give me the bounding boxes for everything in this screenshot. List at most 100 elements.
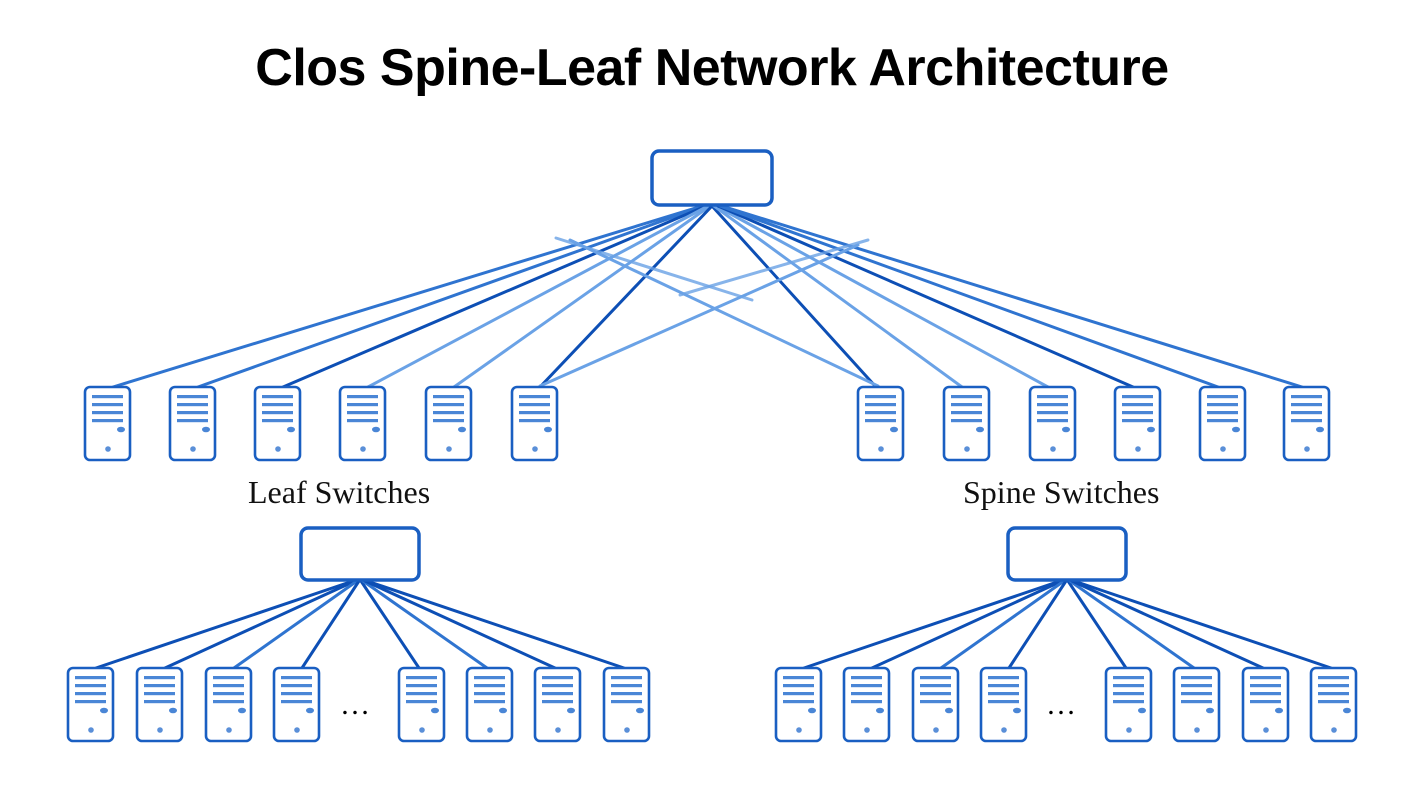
spine-group-link-1 bbox=[802, 579, 1062, 670]
server-drive-bar bbox=[851, 684, 882, 688]
server-status-light bbox=[458, 426, 466, 433]
server-drive-bar bbox=[347, 395, 378, 399]
server-drive-bar bbox=[144, 684, 175, 688]
server-drive-bar bbox=[951, 419, 982, 423]
server-status-light bbox=[567, 707, 575, 714]
top-left-server-5 bbox=[424, 385, 473, 462]
server-drive-bar bbox=[474, 684, 505, 688]
server-drive-bar bbox=[406, 676, 437, 680]
leaf-group-link-5 bbox=[359, 579, 421, 670]
server-power-dot bbox=[1135, 446, 1141, 452]
server-status-light bbox=[1013, 707, 1021, 714]
server-drive-bar bbox=[474, 700, 505, 704]
server-drive-bar bbox=[611, 692, 642, 696]
server-power-dot bbox=[1194, 727, 1200, 733]
server-drive-bar bbox=[1250, 684, 1281, 688]
server-drive-bar bbox=[1250, 676, 1281, 680]
server-drive-bar bbox=[920, 684, 951, 688]
top-left-server-3 bbox=[253, 385, 302, 462]
server-drive-bar bbox=[347, 419, 378, 423]
server-drive-bar bbox=[1037, 419, 1068, 423]
server-drive-bar bbox=[347, 411, 378, 415]
leaf-group-server-8 bbox=[602, 666, 651, 743]
server-drive-bar bbox=[1113, 684, 1144, 688]
top-left-server-1 bbox=[83, 385, 132, 462]
server-status-light bbox=[544, 426, 552, 433]
server-drive-bar bbox=[988, 692, 1019, 696]
server-drive-bar bbox=[519, 419, 550, 423]
spine-group-server-8 bbox=[1309, 666, 1358, 743]
server-drive-bar bbox=[433, 395, 464, 399]
server-drive-bar bbox=[75, 700, 106, 704]
server-power-dot bbox=[532, 446, 538, 452]
uplink-left-1 bbox=[111, 204, 704, 389]
server-drive-bar bbox=[281, 700, 312, 704]
server-drive-bar bbox=[1291, 403, 1322, 407]
server-drive-bar bbox=[433, 403, 464, 407]
server-status-light bbox=[202, 426, 210, 433]
server-status-light bbox=[1343, 707, 1351, 714]
leaf-group-server-6 bbox=[465, 666, 514, 743]
server-power-dot bbox=[226, 727, 232, 733]
server-drive-bar bbox=[262, 419, 293, 423]
server-drive-bar bbox=[542, 684, 573, 688]
server-drive-bar bbox=[213, 692, 244, 696]
server-power-dot bbox=[294, 727, 300, 733]
server-drive-bar bbox=[611, 700, 642, 704]
server-drive-bar bbox=[92, 411, 123, 415]
uplink-right-6 bbox=[720, 204, 1304, 389]
server-drive-bar bbox=[1113, 692, 1144, 696]
server-drive-bar bbox=[92, 403, 123, 407]
server-drive-bar bbox=[1291, 411, 1322, 415]
server-status-light bbox=[945, 707, 953, 714]
server-drive-bar bbox=[1037, 411, 1068, 415]
top-left-server-4 bbox=[338, 385, 387, 462]
spine-group-switch bbox=[1006, 526, 1128, 582]
server-power-dot bbox=[157, 727, 163, 733]
spine-group-server-2 bbox=[842, 666, 891, 743]
top-spine-switch bbox=[650, 149, 774, 207]
leaf-group-link-7 bbox=[363, 579, 557, 670]
spine-group-link-3 bbox=[939, 579, 1066, 670]
cross-link-c bbox=[538, 243, 860, 388]
spine-switches-label: Spine Switches bbox=[963, 474, 1160, 510]
server-drive-bar bbox=[1181, 676, 1212, 680]
server-drive-bar bbox=[783, 684, 814, 688]
server-drive-bar bbox=[1122, 419, 1153, 423]
server-drive-bar bbox=[611, 676, 642, 680]
server-drive-bar bbox=[1181, 700, 1212, 704]
server-power-dot bbox=[1001, 727, 1007, 733]
server-drive-bar bbox=[1291, 395, 1322, 399]
server-drive-bar bbox=[1207, 419, 1238, 423]
leaf-group-link-6 bbox=[361, 579, 489, 670]
server-drive-bar bbox=[177, 395, 208, 399]
server-drive-bar bbox=[1113, 700, 1144, 704]
server-status-light bbox=[169, 707, 177, 714]
server-drive-bar bbox=[406, 684, 437, 688]
server-drive-bar bbox=[177, 403, 208, 407]
uplink-left-6 bbox=[538, 204, 714, 389]
links bbox=[94, 204, 1333, 670]
server-drive-bar bbox=[865, 419, 896, 423]
server-status-light bbox=[1147, 426, 1155, 433]
server-drive-bar bbox=[262, 395, 293, 399]
server-drive-bar bbox=[920, 700, 951, 704]
leaf-group-link-2 bbox=[163, 579, 357, 670]
top-right-server-6 bbox=[1282, 385, 1331, 462]
server-drive-bar bbox=[519, 411, 550, 415]
leaf-group-server-2 bbox=[135, 666, 184, 743]
top-right-server-2 bbox=[942, 385, 991, 462]
server-drive-bar bbox=[474, 692, 505, 696]
server-status-light bbox=[100, 707, 108, 714]
server-status-light bbox=[1206, 707, 1214, 714]
server-drive-bar bbox=[177, 419, 208, 423]
leaf-group-link-4 bbox=[300, 579, 361, 670]
server-drive-bar bbox=[75, 684, 106, 688]
server-status-light bbox=[117, 426, 125, 433]
server-drive-bar bbox=[281, 676, 312, 680]
server-drive-bar bbox=[851, 692, 882, 696]
server-status-light bbox=[306, 707, 314, 714]
server-drive-bar bbox=[281, 684, 312, 688]
server-drive-bar bbox=[783, 676, 814, 680]
cross-link-d bbox=[678, 238, 870, 297]
